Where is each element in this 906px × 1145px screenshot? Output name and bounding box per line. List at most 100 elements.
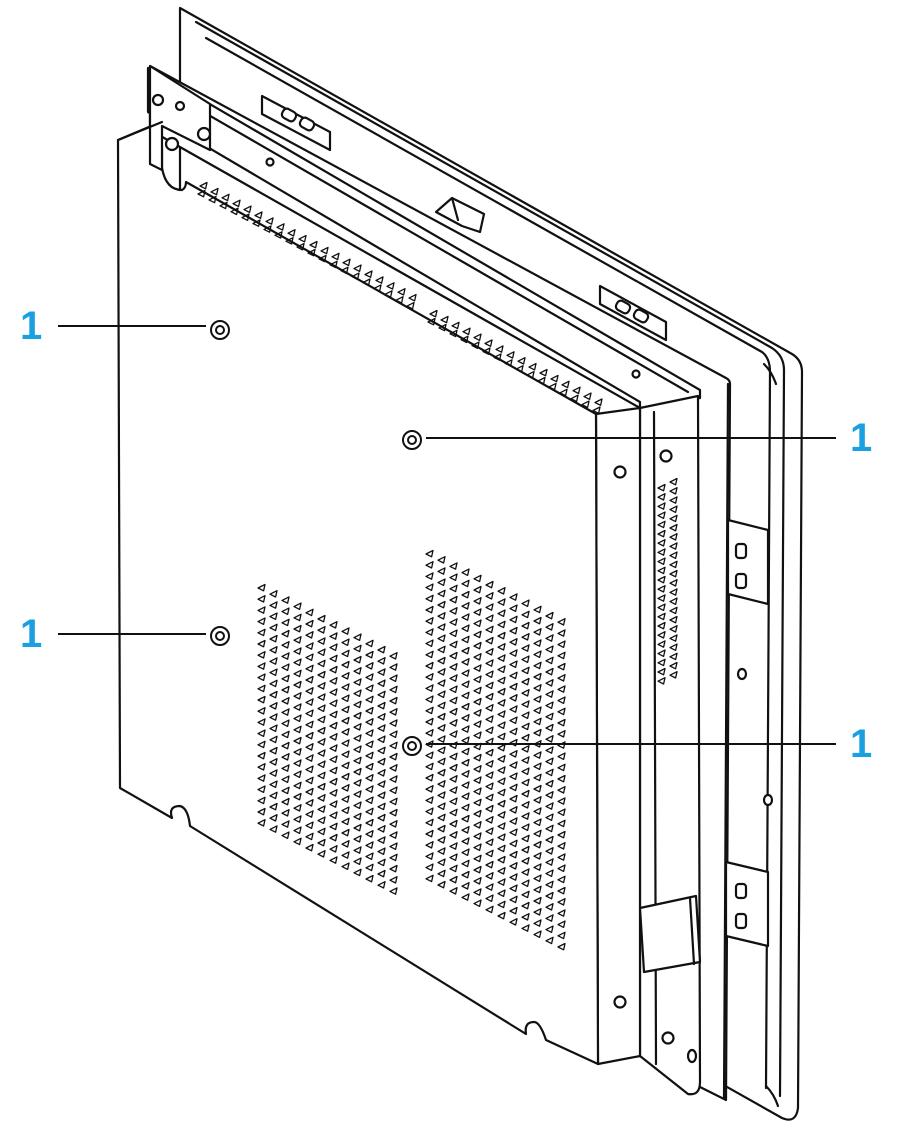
vent-slot: [329, 789, 338, 797]
vent-slot: [365, 863, 374, 872]
vent-slot: [533, 796, 542, 804]
vent-slot: [293, 770, 302, 779]
vent-slot: [497, 631, 506, 640]
vent-slot: [449, 629, 458, 638]
vent-slot: [461, 725, 470, 733]
vent-slot: [437, 813, 446, 822]
vent-slot: [545, 623, 554, 631]
vent-slot: [317, 794, 326, 802]
vent-slot: [353, 756, 362, 765]
vent-slot: [389, 708, 398, 716]
vent-slot: [482, 347, 491, 355]
vent-slot: [377, 713, 386, 721]
vent-slot: [317, 771, 326, 780]
vent-slot: [557, 763, 566, 772]
vent-slot: [449, 819, 458, 828]
callout-label: 1: [850, 722, 873, 766]
vent-slot: [329, 800, 338, 808]
vent-slot: [257, 751, 266, 760]
vent-slot: [449, 831, 458, 839]
vent-slot: [365, 706, 374, 715]
vent-slot: [509, 626, 518, 635]
vent-slot: [533, 874, 542, 883]
vent-slot: [461, 702, 470, 711]
vent-slot: [521, 633, 530, 641]
vent-slot: [545, 802, 554, 810]
vent-slot: [533, 807, 542, 815]
vent-slot: [669, 523, 678, 532]
vent-slot: [377, 813, 386, 822]
bezel-corner-bottom: [764, 1084, 780, 1108]
vent-slot: [269, 724, 278, 733]
power-connector: [638, 894, 702, 974]
vent-slot: [533, 717, 542, 726]
vent-slot: [425, 684, 434, 692]
vent-slot: [377, 881, 386, 889]
vent-slot: [473, 585, 482, 594]
vent-slot: [449, 707, 458, 716]
vent-slot: [365, 662, 374, 670]
vent-slot: [425, 706, 434, 715]
vent-slot: [425, 549, 434, 558]
vent-slot: [485, 827, 494, 835]
vent-slot: [257, 774, 266, 782]
connector-port: [734, 882, 748, 900]
vent-slot: [353, 868, 362, 877]
vent-slot: [449, 719, 458, 727]
vent-slot: [521, 890, 530, 899]
vent-slot: [657, 631, 666, 639]
vent-slot: [473, 798, 482, 807]
vent-slot: [485, 614, 494, 623]
vent-slot: [473, 787, 482, 796]
vent-slot: [557, 640, 566, 649]
vent-slot: [485, 860, 494, 869]
vent-slot: [473, 731, 482, 740]
vent-slot: [317, 614, 326, 623]
vent-slot: [377, 690, 386, 699]
vent-slot: [657, 520, 666, 529]
vent-slot: [425, 661, 434, 670]
vent-slot: [533, 695, 542, 703]
vent-slot: [365, 684, 374, 693]
vent-slot: [521, 801, 530, 809]
vent-slot: [533, 751, 542, 759]
vent-slot: [545, 925, 554, 934]
vent-slot: [485, 625, 494, 634]
vent-slot: [269, 769, 278, 777]
left-bracket: [148, 64, 212, 172]
vent-slot: [281, 741, 290, 750]
vent-slot: [365, 785, 374, 793]
vent-slot: [320, 246, 329, 255]
vent-slot: [669, 533, 678, 541]
vent-slot: [437, 880, 446, 889]
vent-slot: [341, 817, 350, 826]
vent-slot: [341, 649, 350, 658]
vent-slot: [557, 819, 566, 828]
vent-slot: [377, 679, 386, 688]
vent-slot: [269, 690, 278, 699]
vent-slot: [497, 833, 506, 842]
vent-slot: [669, 560, 678, 569]
vent-slot: [461, 837, 470, 845]
vent-slot: [341, 638, 350, 647]
vent-slot: [473, 653, 482, 661]
vent-slot: [533, 930, 542, 939]
vent-slot: [545, 735, 554, 743]
vent-slot: [533, 628, 542, 636]
vent-slot: [557, 718, 566, 727]
vent-slot: [341, 795, 350, 803]
vent-slot: [317, 805, 326, 813]
vent-slot: [425, 796, 434, 804]
vent-slot: [437, 746, 446, 755]
vent-slot: [437, 735, 446, 743]
vent-slot: [521, 711, 530, 720]
vent-slot: [461, 613, 470, 621]
vent-slot: [509, 615, 518, 624]
vent-slot: [341, 761, 350, 770]
vent-slot: [389, 663, 398, 671]
vent-slot: [473, 333, 482, 342]
vent-slot: [281, 708, 290, 716]
vent-slot: [521, 644, 530, 652]
vent-slot: [557, 830, 566, 839]
vent-slot: [497, 788, 506, 797]
